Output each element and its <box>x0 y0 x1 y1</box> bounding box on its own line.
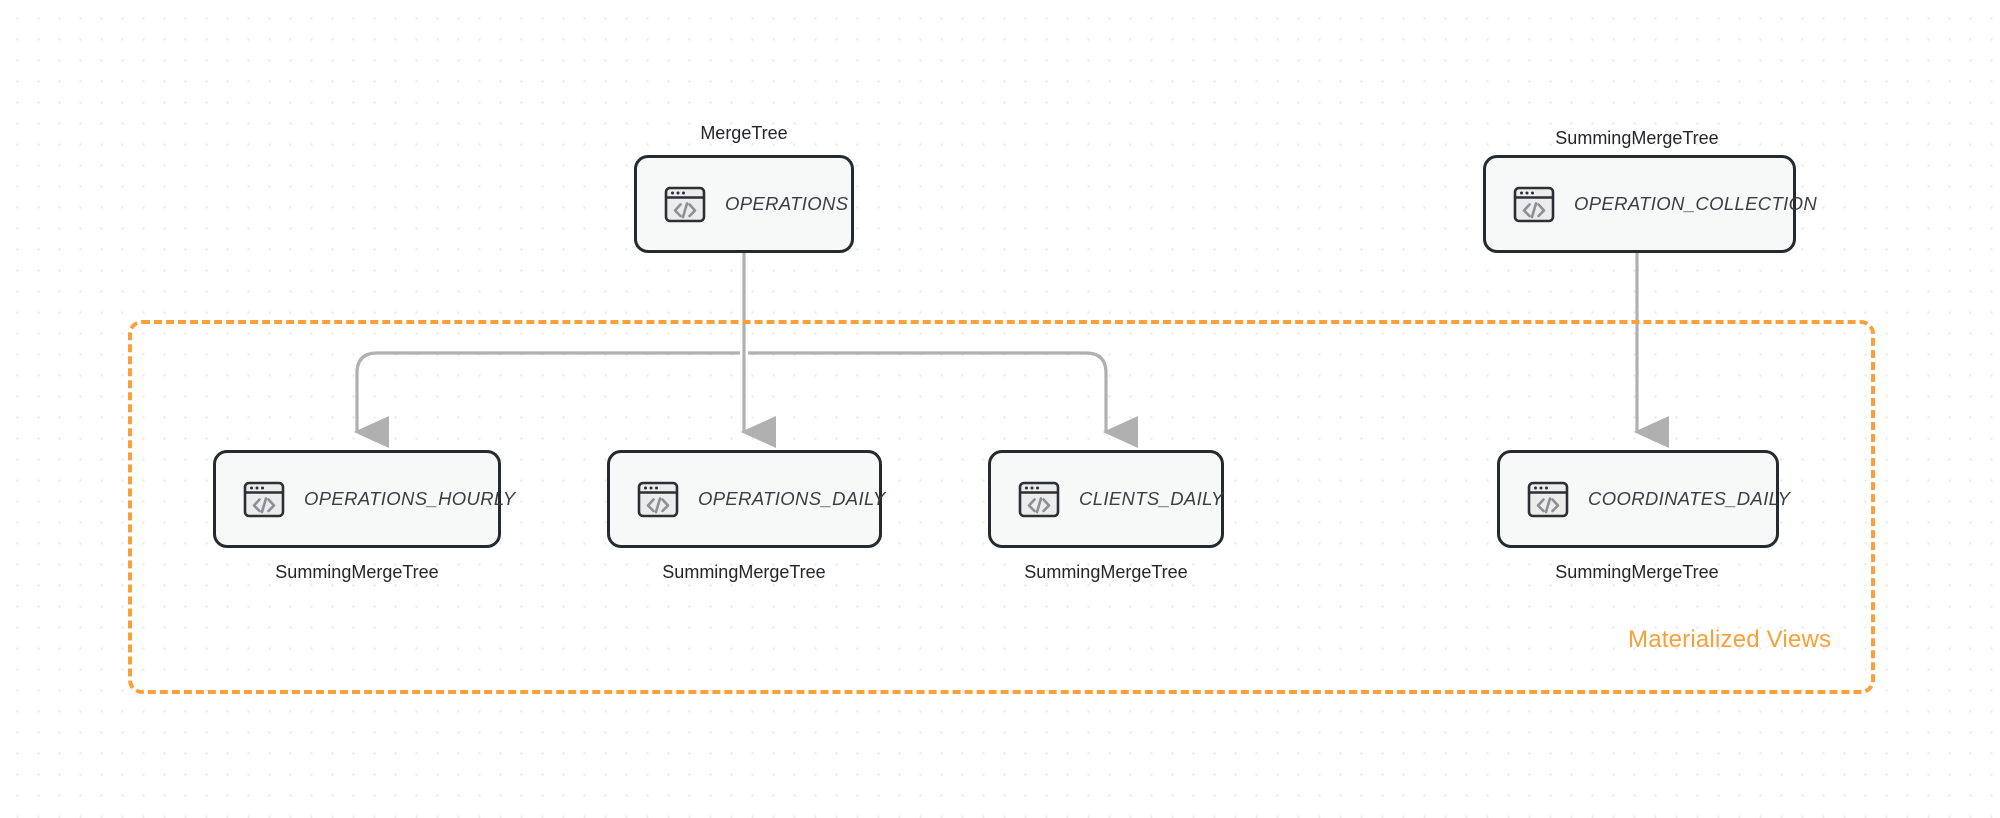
engine-caption-operations-daily: SummingMergeTree <box>662 562 826 582</box>
node-operations-daily[interactable]: OPERATIONS_DAILY <box>607 450 885 548</box>
code-window-icon <box>1512 182 1556 226</box>
code-window-icon <box>636 477 680 521</box>
materialized-views-group <box>128 320 1875 694</box>
code-window-icon <box>1526 477 1570 521</box>
engine-caption-operations-hourly: SummingMergeTree <box>275 562 439 582</box>
engine-caption-operations: MergeTree <box>700 123 788 143</box>
code-window-icon <box>1017 477 1061 521</box>
node-label-operations: OPERATIONS <box>725 193 849 214</box>
node-label-operations-daily: OPERATIONS_DAILY <box>698 488 886 509</box>
node-coordinates-daily[interactable]: COORDINATES_DAILY <box>1497 450 1790 548</box>
node-label-operation-collection: OPERATION_COLLECTION <box>1574 193 1818 214</box>
node-clients-daily[interactable]: CLIENTS_DAILY <box>988 450 1224 548</box>
engine-caption-operation-collection: SummingMergeTree <box>1555 128 1719 148</box>
engine-caption-coordinates-daily: SummingMergeTree <box>1555 562 1719 582</box>
code-window-icon <box>242 477 286 521</box>
node-label-coordinates-daily: COORDINATES_DAILY <box>1588 488 1791 509</box>
node-operation-collection[interactable]: OPERATION_COLLECTION <box>1483 155 1817 253</box>
node-label-operations-hourly: OPERATIONS_HOURLY <box>304 488 516 509</box>
engine-caption-clients-daily: SummingMergeTree <box>1024 562 1188 582</box>
node-operations[interactable]: OPERATIONS <box>634 155 854 253</box>
node-operations-hourly[interactable]: OPERATIONS_HOURLY <box>213 450 515 548</box>
code-window-icon <box>663 182 707 226</box>
materialized-views-group-label: Materialized Views <box>1628 626 1832 653</box>
node-label-clients-daily: CLIENTS_DAILY <box>1079 488 1224 509</box>
